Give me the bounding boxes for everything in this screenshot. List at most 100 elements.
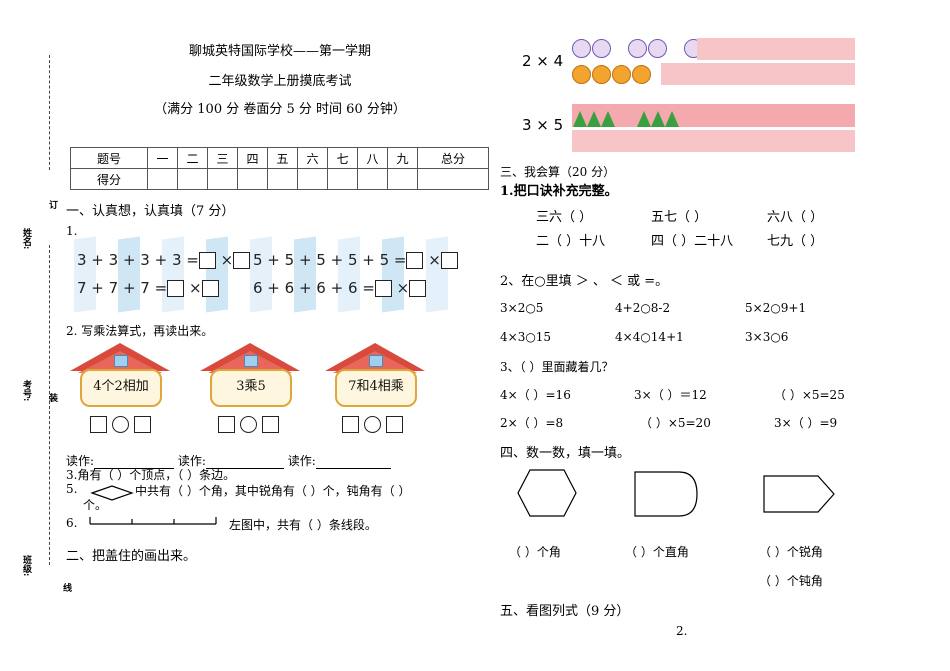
hide-item: （ ）×5=20 (640, 416, 711, 430)
table-header-cell: 一 (147, 147, 178, 169)
score-cell[interactable] (417, 168, 489, 190)
score-cell[interactable] (177, 168, 208, 190)
house-label: 4个2相加 (93, 379, 149, 394)
answer-box[interactable] (374, 280, 392, 297)
house-card-3: 7和4相乘 (325, 343, 425, 407)
answer-box[interactable] (90, 416, 107, 433)
table-header-cell: 七 (327, 147, 358, 169)
operator-circle[interactable] (240, 416, 258, 433)
read-as-row: 读作: 读作: 读作: (66, 452, 391, 469)
label-2x4: 2 × 4 (522, 52, 564, 70)
compare-item: 4+2○8-2 (615, 301, 671, 315)
q6-text: 左图中，共有（ ）条线段。 (229, 518, 377, 532)
rhyme-4: 二（ ）十八 (536, 234, 606, 249)
triangle-icon (573, 111, 587, 127)
name-label: 姓名: (21, 228, 31, 250)
hide-item: 3×（ ）=9 (774, 416, 838, 430)
score-cell[interactable] (327, 168, 358, 190)
score-cell[interactable] (207, 168, 238, 190)
rhombus-figure (90, 485, 134, 501)
answer-box[interactable] (262, 416, 280, 433)
read-blank[interactable] (315, 468, 391, 469)
answer-box[interactable] (167, 280, 185, 297)
class-label: 班级: (21, 555, 31, 577)
arch-shape-figure (634, 471, 698, 517)
score-cell[interactable] (237, 168, 268, 190)
answer-box[interactable] (406, 252, 424, 269)
read-blank[interactable] (94, 468, 175, 469)
house-label: 7和4相乘 (348, 379, 404, 394)
pink-bar (661, 63, 855, 85)
compare-item: 3×2○5 (500, 301, 544, 315)
hide-item: （ ）×5=25 (774, 388, 845, 402)
rhyme-2: 五七（ ） (651, 210, 708, 225)
section5-title: 五、看图列式（9 分） (500, 604, 630, 619)
table-header-cell: 九 (387, 147, 418, 169)
house-card-1: 4个2相加 (70, 343, 170, 407)
line-segments-figure (89, 517, 217, 525)
pink-bar (572, 130, 855, 152)
answer-right-angles: （ ）个直角 (625, 545, 689, 559)
smiley-face-icon (628, 39, 648, 58)
answer-acute-angles: （ ）个锐角 (759, 545, 823, 559)
smiley-face-icon (648, 39, 668, 58)
score-table: 题号 一 二 三 四 五 六 七 八 九 总分 得分 (70, 147, 489, 190)
section1-title: 一、认真想，认真填（7 分） (66, 204, 235, 219)
sad-face-icon (632, 65, 651, 84)
score-row-label: 得分 (70, 168, 148, 190)
answer-box[interactable] (409, 280, 427, 297)
exam-number-label: 考号: (21, 380, 31, 402)
label-3x5: 3 × 5 (522, 116, 564, 134)
smiley-face-icon (592, 39, 611, 58)
house-label: 3乘5 (236, 379, 266, 394)
table-header-cell: 四 (237, 147, 268, 169)
rhyme-3: 六八（ ） (767, 210, 824, 225)
binding-xian: 线 (61, 583, 71, 592)
score-info: （满分 100 分 卷面分 5 分 时间 60 分钟） (154, 102, 406, 117)
q2-prompt: 2. 写乘法算式，再读出来。 (66, 324, 214, 338)
equation-2: 5 + 5 + 5 + 5 + 5 = × (253, 251, 458, 269)
table-header-cell: 五 (267, 147, 298, 169)
answer-row-2 (218, 414, 280, 433)
table-header-cell: 总分 (417, 147, 489, 169)
score-cell[interactable] (147, 168, 178, 190)
score-cell[interactable] (387, 168, 418, 190)
answer-box[interactable] (342, 416, 359, 433)
read-blank[interactable] (205, 468, 284, 469)
rhyme-6: 七九（ ） (767, 234, 824, 249)
answer-box[interactable] (201, 280, 219, 297)
table-header-cell: 二 (177, 147, 208, 169)
rhyme-1: 三六（ ） (536, 210, 593, 225)
window-icon (369, 355, 383, 367)
answer-angles: （ ）个角 (509, 545, 561, 559)
smiley-face-icon (572, 39, 591, 58)
equation-3: 7 + 7 + 7 = × (77, 279, 219, 297)
equation-4: 6 + 6 + 6 + 6 = × (253, 279, 427, 297)
pink-bar (697, 38, 855, 60)
section4-title: 四、数一数，填一填。 (500, 446, 631, 461)
table-header-cell: 六 (297, 147, 328, 169)
answer-box[interactable] (386, 416, 404, 433)
answer-box[interactable] (134, 416, 152, 433)
sad-face-icon (612, 65, 631, 84)
binding-dashed-line (49, 55, 50, 170)
section3-q3: 3、（ ）里面藏着几？ (500, 360, 614, 374)
table-header-cell: 八 (357, 147, 388, 169)
binding-zhuang: 装 (47, 393, 57, 402)
operator-circle[interactable] (364, 416, 382, 433)
triangle-icon (665, 111, 680, 127)
answer-box[interactable] (233, 252, 251, 269)
answer-box[interactable] (198, 252, 216, 269)
section3-title: 三、我会算（20 分） (500, 165, 616, 179)
q3-text: 3.角有（ ）个顶点，（ ）条边。 (66, 468, 236, 482)
answer-box[interactable] (440, 252, 458, 269)
operator-circle[interactable] (112, 416, 130, 433)
window-icon (114, 355, 128, 367)
sad-faces-row (572, 64, 652, 84)
score-cell[interactable] (297, 168, 328, 190)
score-cell[interactable] (267, 168, 298, 190)
triangle-icon (637, 111, 652, 127)
score-cell[interactable] (357, 168, 388, 190)
sad-face-icon (572, 65, 591, 84)
answer-box[interactable] (218, 416, 235, 433)
